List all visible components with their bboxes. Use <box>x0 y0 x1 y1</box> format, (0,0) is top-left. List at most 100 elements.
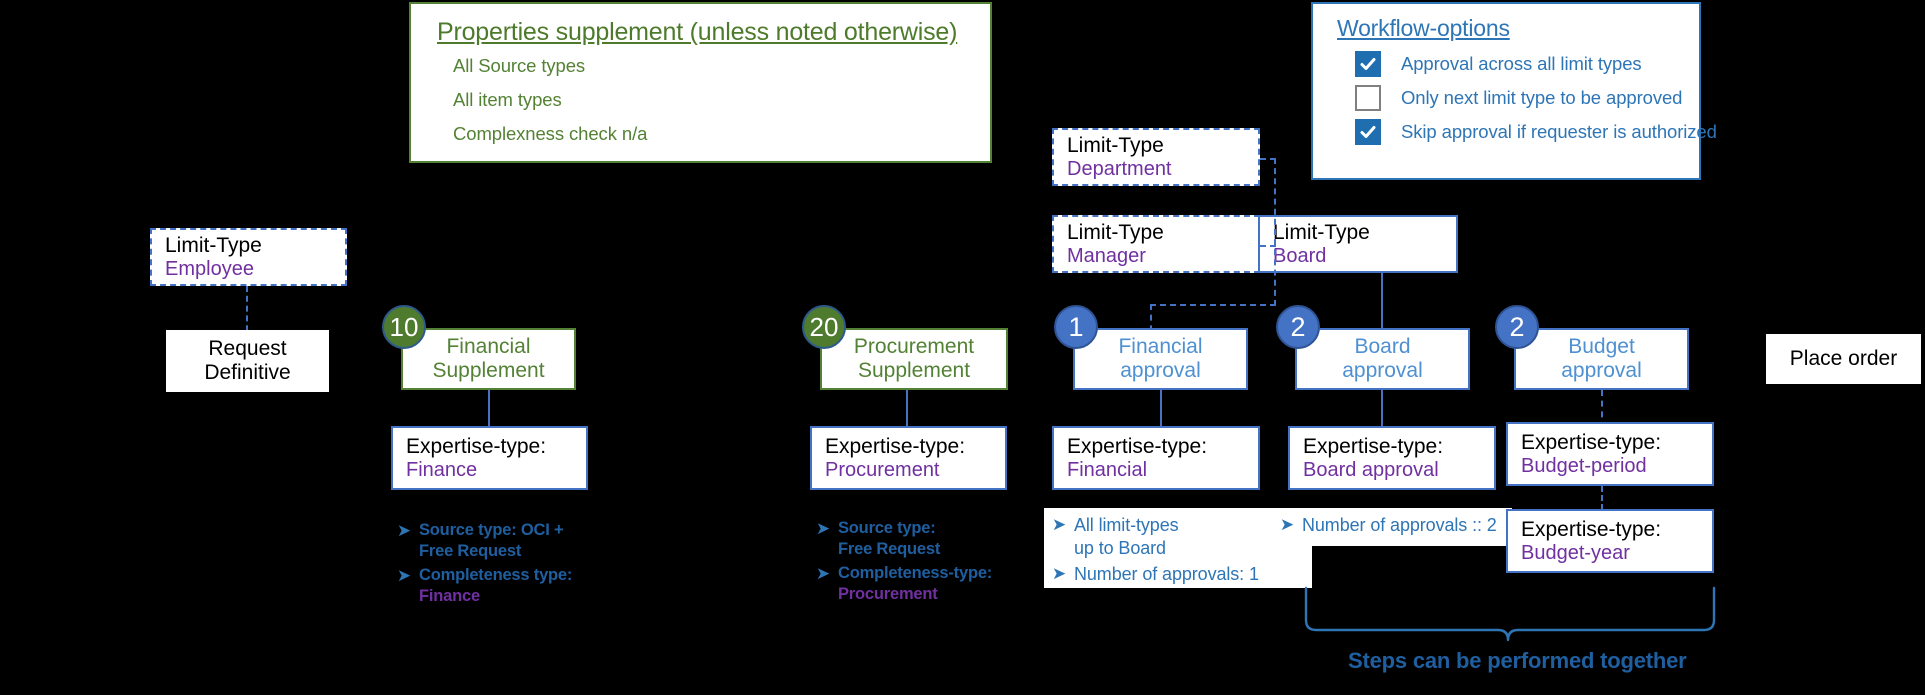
expertise-type-budget-year-box: Expertise-type: Budget-year <box>1506 509 1714 573</box>
connector-vertical-trunk <box>1274 158 1276 306</box>
expertise-type-label: Expertise-type: <box>825 435 966 459</box>
bullet-text: Source type: OCI + <box>419 521 564 539</box>
limit-type-label: Limit-Type <box>1067 221 1164 245</box>
step-title-line-2: Supplement <box>432 359 545 382</box>
expertise-type-board-box: Expertise-type: Board approval <box>1288 426 1496 490</box>
workflow-option-row[interactable]: Only next limit type to be approved <box>1355 85 1699 111</box>
limit-type-label: Limit-Type <box>165 234 262 258</box>
expertise-type-value: Budget-year <box>1521 541 1630 564</box>
connector-trunk-to-financial <box>1150 304 1276 306</box>
properties-supplement-item: All Source types <box>453 55 586 76</box>
bullet-text: Number of approvals: 1 <box>1074 563 1259 584</box>
step-title-line-1: Board <box>1354 335 1411 358</box>
limit-type-board-box: Limit-Type Board <box>1258 215 1458 273</box>
limit-type-value: Employee <box>165 257 254 280</box>
expertise-type-label: Expertise-type: <box>1521 518 1662 542</box>
place-order-box[interactable]: Place order <box>1766 334 1921 384</box>
board-approval-box: Board approval <box>1295 328 1470 390</box>
footer-caption: Steps can be performed together <box>1348 648 1687 673</box>
expertise-type-label: Expertise-type: <box>1521 431 1662 455</box>
procurement-supplement-bullets: ➤ Source type: Free Request ➤ Completene… <box>808 512 1013 603</box>
step-title-line-1: Financial <box>1118 335 1203 358</box>
step-title-line-1: Financial <box>446 335 531 358</box>
bullet-arrow-icon: ➤ <box>396 521 412 540</box>
connector-financial-approval <box>1160 390 1162 428</box>
grouping-brace-icon <box>1304 586 1716 642</box>
step-title-line-1: Budget <box>1568 335 1635 358</box>
properties-supplement-title: Properties supplement (unless noted othe… <box>437 18 958 46</box>
step-badge-20: 20 <box>802 305 846 349</box>
workflow-option-row[interactable]: Approval across all limit types <box>1355 51 1699 77</box>
procurement-supplement-box: Procurement Supplement <box>820 328 1008 390</box>
expertise-type-value: Budget-period <box>1521 454 1647 477</box>
place-order-label: Place order <box>1789 347 1898 371</box>
request-line-2: Definitive <box>204 361 291 384</box>
bullet-text: Completeness-type: <box>838 563 993 582</box>
financial-approval-box: Financial approval <box>1073 328 1248 390</box>
bullet-arrow-icon: ➤ <box>815 519 831 538</box>
connector-manager-right <box>1260 245 1276 247</box>
bullet-text: Completeness type: <box>419 565 573 584</box>
expertise-type-value: Procurement <box>825 458 940 481</box>
bullet-arrow-icon: ➤ <box>1051 563 1067 583</box>
limit-type-label: Limit-Type <box>1067 134 1164 158</box>
workflow-option-label: Only next limit type to be approved <box>1401 87 1683 108</box>
connector-board-approval <box>1381 390 1383 428</box>
checkbox-unchecked-icon[interactable] <box>1355 85 1381 111</box>
workflow-options-panel: Workflow-options Approval across all lim… <box>1311 2 1717 180</box>
properties-supplement-panel: Properties supplement (unless noted othe… <box>409 2 992 163</box>
bullet-arrow-icon: ➤ <box>815 563 831 583</box>
expertise-type-label: Expertise-type: <box>406 435 547 459</box>
step-badge-10: 10 <box>382 305 426 349</box>
limit-type-value: Manager <box>1067 244 1146 267</box>
request-line-1: Request <box>208 337 287 361</box>
connector-budget-period-to-year <box>1601 486 1603 510</box>
expertise-type-value: Board approval <box>1303 458 1439 481</box>
connector-budget-approval <box>1601 390 1603 428</box>
step-title-line-2: approval <box>1342 359 1423 382</box>
expertise-type-value: Finance <box>406 458 478 481</box>
limit-type-employee-box: Limit-Type Employee <box>150 228 347 286</box>
limit-type-value: Department <box>1067 157 1172 180</box>
bullet-text-cont: Free Request <box>419 542 522 561</box>
connector-board-to-board-approval <box>1381 273 1383 342</box>
bullet-text-cont: up to Board <box>1074 538 1166 559</box>
expertise-type-label: Expertise-type: <box>1303 435 1444 459</box>
limit-type-department-box: Limit-Type Department <box>1052 128 1260 186</box>
expertise-type-label: Expertise-type: <box>1067 435 1208 459</box>
limit-type-label: Limit-Type <box>1273 221 1370 245</box>
connector-financial-supplement <box>488 390 490 428</box>
step-badge-1: 1 <box>1054 305 1098 349</box>
limit-type-value: Board <box>1273 244 1327 267</box>
workflow-options-title: Workflow-options <box>1337 15 1510 41</box>
bullet-arrow-icon: ➤ <box>1279 515 1295 534</box>
expertise-type-value: Financial <box>1067 458 1148 481</box>
step-title-line-2: approval <box>1120 359 1201 382</box>
checkbox-checked-icon[interactable] <box>1355 51 1381 77</box>
properties-supplement-item: Complexness check n/a <box>453 123 648 144</box>
bullet-text-cont: Procurement <box>838 585 938 604</box>
bullet-arrow-icon: ➤ <box>396 565 412 585</box>
expertise-type-budget-period-box: Expertise-type: Budget-period <box>1506 422 1714 486</box>
bullet-text-cont: Free Request <box>838 540 941 559</box>
financial-approval-bullets: ➤ All limit-types up to Board ➤ Number o… <box>1044 508 1312 588</box>
bullet-arrow-icon: ➤ <box>1051 515 1067 534</box>
checkbox-checked-icon[interactable] <box>1355 119 1381 145</box>
bullet-text: Number of approvals :: 2 <box>1302 515 1497 535</box>
budget-approval-box: Budget approval <box>1514 328 1689 390</box>
step-badge-2-budget: 2 <box>1495 305 1539 349</box>
properties-supplement-item: All item types <box>453 89 562 110</box>
step-title-line-1: Procurement <box>853 335 975 358</box>
limit-type-manager-box: Limit-Type Manager <box>1052 215 1260 273</box>
bullet-text-cont: Finance <box>419 587 480 606</box>
workflow-option-label: Skip approval if requester is authorized <box>1401 121 1717 142</box>
step-title-line-2: Supplement <box>857 359 971 382</box>
workflow-option-row[interactable]: Skip approval if requester is authorized <box>1355 119 1717 145</box>
expertise-type-procurement-box: Expertise-type: Procurement <box>810 426 1007 490</box>
connector-department-right <box>1260 158 1276 160</box>
financial-supplement-box: Financial Supplement <box>401 328 576 390</box>
step-title-line-2: approval <box>1561 359 1642 382</box>
step-badge-2-board: 2 <box>1276 305 1320 349</box>
financial-supplement-bullets: ➤ Source type: OCI + Free Request ➤ Comp… <box>389 514 589 605</box>
